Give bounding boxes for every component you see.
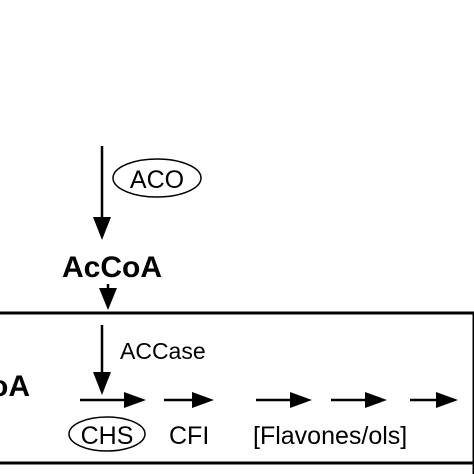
pathway-arrow-1 — [80, 392, 146, 408]
chs-enzyme: CHS — [68, 416, 146, 452]
pathway-arrow-2 — [164, 392, 214, 408]
pathway-arrow-4 — [331, 392, 387, 408]
accase-label: ACCase — [120, 338, 206, 364]
pathway-arrow-3 — [256, 392, 312, 408]
aco-label: ACO — [130, 166, 184, 194]
arrow-to-accoa — [93, 146, 111, 240]
chs-label: CHS — [81, 422, 134, 450]
accoa-label: AcCoA — [62, 251, 162, 284]
arrow-accase — [93, 325, 111, 395]
cfi-label: CFI — [169, 422, 209, 450]
pathway-arrow-5 — [410, 392, 458, 408]
pathway-arrows — [80, 392, 458, 408]
arrow-accoa-to-membrane — [99, 284, 117, 310]
aco-enzyme: ACO — [112, 158, 202, 198]
chs-ellipse — [68, 416, 146, 452]
left-metabolite-fragment: oA — [0, 370, 30, 403]
flavones-label: [Flavones/ols] — [253, 422, 407, 450]
aco-ellipse — [112, 158, 202, 198]
